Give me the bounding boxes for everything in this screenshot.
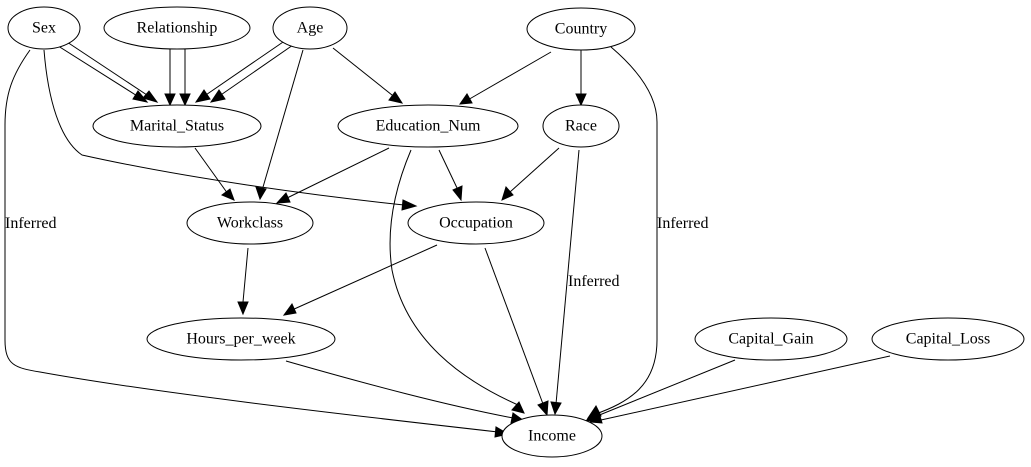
- edge-race-income: [555, 149, 580, 405]
- node-capital-gain-label: Capital_Gain: [728, 331, 813, 348]
- edge-capital-gain-income: [596, 359, 736, 417]
- node-age-label: Age: [297, 20, 324, 37]
- node-relationship-label: Relationship: [137, 20, 218, 37]
- arrow-relationship-marital-status-1: [164, 93, 176, 107]
- arrow-country-education-num: [458, 93, 473, 105]
- edge-marital-status-workclass: [194, 147, 229, 195]
- edge-workclass-hours-per-week: [242, 247, 249, 303]
- node-workclass-label: Workclass: [217, 215, 283, 232]
- node-capital-gain: Capital_Gain: [694, 317, 848, 361]
- arrow-race-income: [550, 401, 562, 416]
- edge-label-sex-income: Inferred: [5, 215, 57, 232]
- edge-labels: Inferred Inferred Inferred: [5, 215, 709, 290]
- node-hours-per-week: Hours_per_week: [146, 317, 336, 361]
- arrow-sex-marital-status-2: [142, 90, 159, 103]
- node-sex: Sex: [7, 6, 81, 50]
- arrow-education-num-occupation: [452, 185, 463, 202]
- node-education-num-shape: [337, 104, 519, 148]
- arrow-sex-occupation: [401, 199, 418, 211]
- edge-race-occupation: [509, 147, 560, 193]
- edge-label-race-income: Inferred: [568, 273, 620, 290]
- node-marital-status-label: Marital_Status: [130, 118, 224, 135]
- arrow-marital-status-workclass: [221, 188, 235, 201]
- edge-country-education-num: [465, 51, 552, 102]
- arrow-age-workclass: [255, 186, 267, 201]
- edge-occupation-income: [484, 247, 544, 405]
- node-relationship: Relationship: [103, 6, 251, 50]
- edge-country-income: [592, 46, 658, 416]
- node-relationship-shape: [103, 6, 251, 50]
- node-hours-per-week-shape: [146, 317, 336, 361]
- nodes: Sex Relationship Age Country Marital_Sta…: [7, 6, 1025, 458]
- arrow-age-education-num: [388, 91, 404, 104]
- edge-sex-occupation: [43, 49, 405, 206]
- arrow-education-num-workclass: [275, 192, 291, 204]
- node-income-shape: [501, 414, 603, 458]
- edge-occupation-hours-per-week: [291, 244, 438, 311]
- edge-sex-income: [4, 49, 499, 433]
- node-occupation-shape: [407, 201, 545, 245]
- arrow-race-occupation: [501, 185, 514, 201]
- node-age-shape: [272, 6, 348, 50]
- edge-education-num-workclass: [284, 147, 390, 200]
- edge-age-workclass: [260, 49, 304, 195]
- edge-age-education-num: [332, 47, 398, 100]
- edge-age-marital-status-1: [199, 39, 287, 100]
- node-income-label: Income: [528, 428, 576, 445]
- node-workclass-shape: [186, 201, 314, 245]
- node-age: Age: [272, 6, 348, 50]
- arrow-capital-loss-income: [588, 412, 603, 424]
- edge-age-marital-status-2: [214, 44, 294, 100]
- arrow-age-marital-status-2: [209, 89, 226, 103]
- node-race: Race: [542, 104, 620, 148]
- arrow-workclass-hours-per-week: [237, 301, 249, 316]
- node-workclass: Workclass: [186, 201, 314, 245]
- arrow-country-race: [575, 93, 587, 107]
- node-capital-gain-shape: [694, 317, 848, 361]
- edge-label-country-income: Inferred: [657, 215, 709, 232]
- node-race-label: Race: [565, 118, 597, 135]
- arrow-age-marital-status-1: [194, 89, 211, 103]
- node-capital-loss-label: Capital_Loss: [906, 331, 990, 348]
- arrow-sex-marital-status-1: [132, 90, 149, 103]
- node-race-shape: [542, 104, 620, 148]
- node-marital-status-shape: [92, 104, 262, 148]
- edge-capital-loss-income: [600, 355, 891, 421]
- edges: [4, 39, 891, 433]
- node-capital-loss-shape: [871, 317, 1025, 361]
- node-sex-label: Sex: [32, 20, 56, 37]
- node-education-num-label: Education_Num: [376, 118, 481, 135]
- arrow-relationship-marital-status-2: [179, 93, 191, 107]
- node-sex-shape: [7, 6, 81, 50]
- edge-sex-marital-status-1: [54, 43, 143, 100]
- arrow-occupation-income: [537, 400, 549, 417]
- node-hours-per-week-label: Hours_per_week: [186, 331, 295, 348]
- node-occupation-label: Occupation: [439, 215, 513, 232]
- node-country-shape: [526, 7, 636, 51]
- node-income: Income: [501, 414, 603, 458]
- edge-sex-marital-status-2: [63, 39, 154, 100]
- node-capital-loss: Capital_Loss: [871, 317, 1025, 361]
- arrow-education-num-income: [511, 401, 525, 414]
- edge-education-num-occupation: [438, 149, 459, 191]
- node-country: Country: [526, 7, 636, 51]
- node-occupation: Occupation: [407, 201, 545, 245]
- node-marital-status: Marital_Status: [92, 104, 262, 148]
- arrow-heads: [132, 89, 603, 438]
- arrow-occupation-hours-per-week: [282, 303, 297, 316]
- edge-education-num-income: [389, 149, 519, 406]
- node-education-num: Education_Num: [337, 104, 519, 148]
- edge-hours-per-week-income: [285, 360, 514, 419]
- node-country-label: Country: [555, 21, 607, 38]
